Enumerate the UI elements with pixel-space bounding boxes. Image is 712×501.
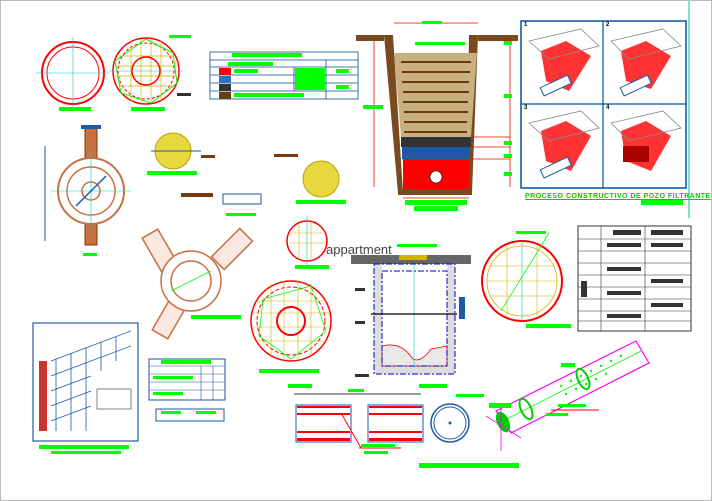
radial-drain-plan [141,227,254,340]
grate-detail [181,193,262,216]
gravel-circle-2 [274,154,346,204]
plan-circle-1 [36,37,110,111]
step-number-2: 2 [606,22,610,28]
perforated-pipe-isometric [485,340,650,451]
appartment-label: appartment [326,242,392,257]
manhole-plan-with-pipes [44,125,131,256]
step-number-3: 3 [524,105,528,111]
legend-table [209,51,359,100]
plan-circle-right [481,231,571,328]
perforated-pipe-sections [288,384,424,454]
chamber-section [351,244,471,388]
plan-circle-reinforced [109,35,191,111]
process-title: PROCESO CONSTRUCTIVO DE POZO FILTRANTE [525,193,711,200]
construction-process-panel [520,20,687,189]
specification-table [577,225,692,332]
title-tag-bar [641,199,683,205]
plan-circle-large [250,280,332,373]
pipe-cross-section [419,394,519,468]
gravel-circle-1 [147,132,215,175]
filter-pit-section [356,21,518,211]
quantities-table [148,358,226,422]
plan-circle-small [286,216,329,269]
step-number-1: 1 [524,22,528,28]
step-number-4: 4 [606,105,610,111]
stair-structure-detail [32,322,139,454]
